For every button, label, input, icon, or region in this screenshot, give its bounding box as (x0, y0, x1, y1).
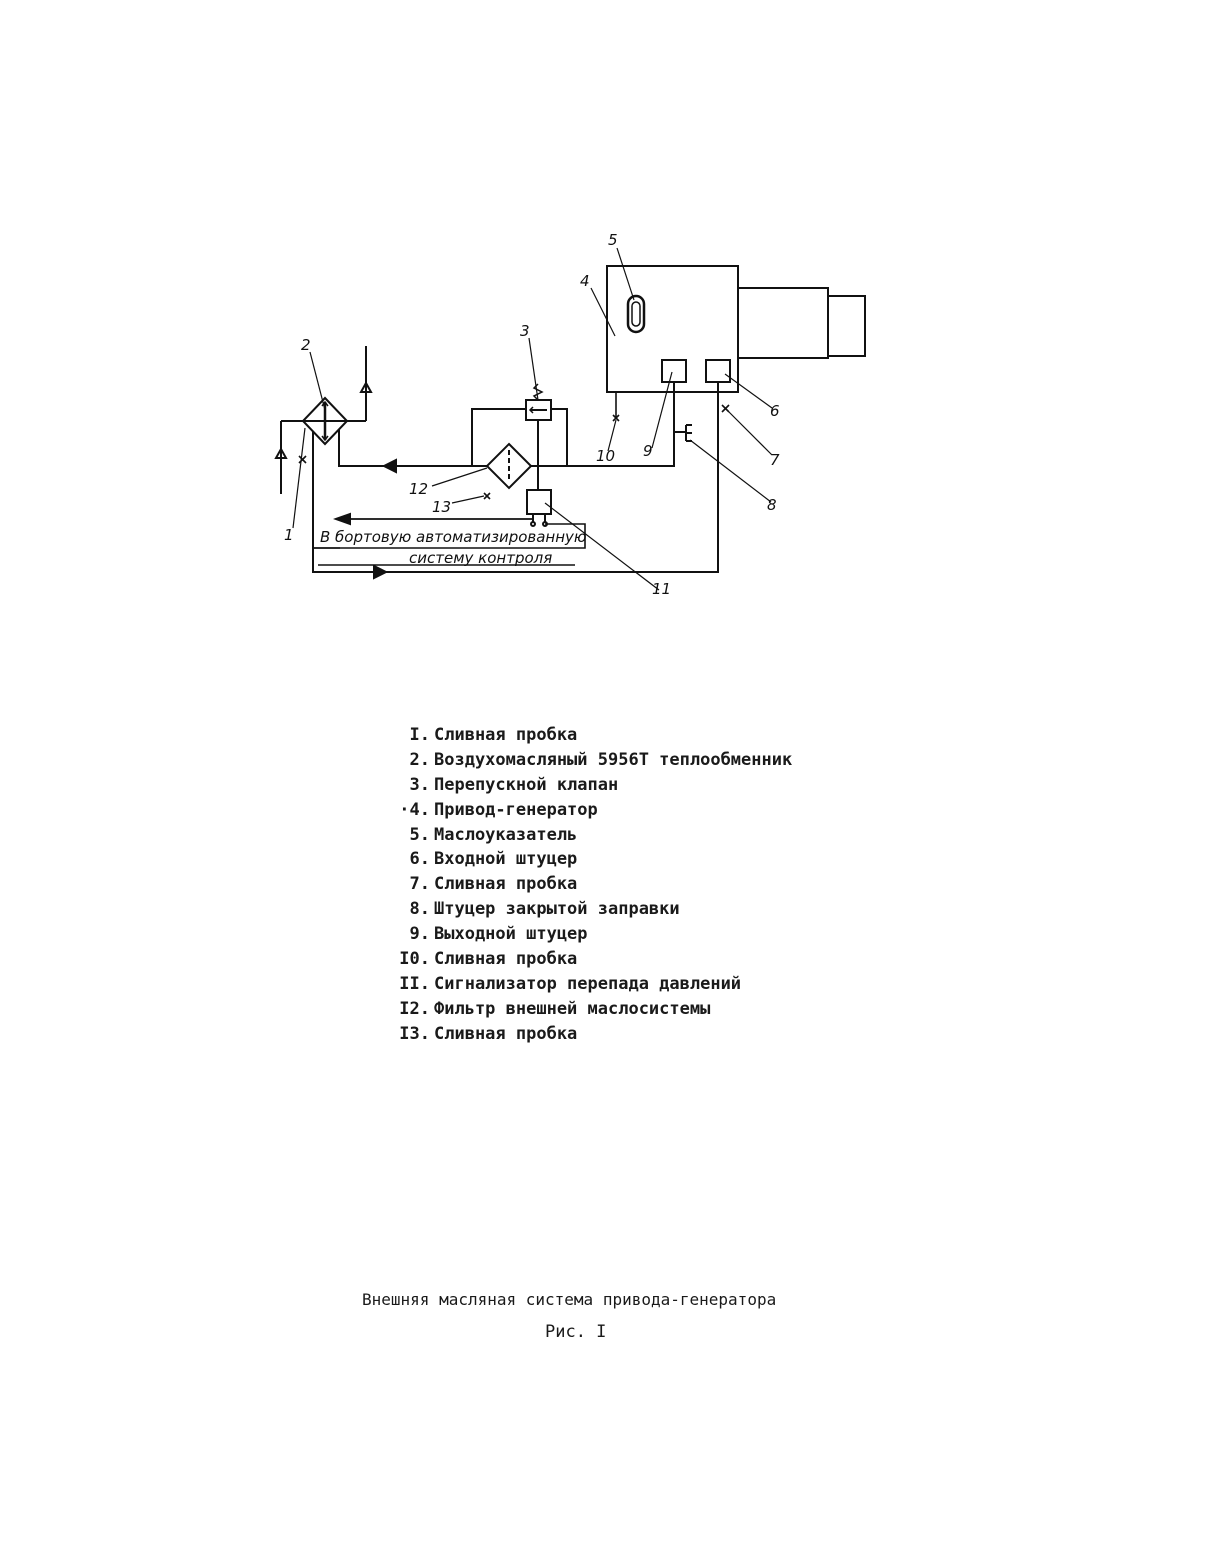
legend-item-number: 6. (409, 849, 430, 870)
figure-title: Внешняя масляная система привода-генерат… (362, 1290, 777, 1309)
callout-5: 5 (608, 231, 618, 249)
callout-13: 13 (432, 498, 451, 516)
callout-9: 9 (643, 442, 653, 460)
legend-item-number: ·4. (399, 799, 430, 820)
monitoring-signal-line (312, 512, 586, 566)
bypass-valve (525, 383, 552, 421)
legend-item: I.Сливная пробка (384, 723, 792, 748)
legend-item: 8.Штуцер закрытой заправки (384, 897, 792, 922)
annotation-line-2: систему контроля (409, 549, 552, 567)
legend-item: 2.Воздухомасляный 5956Т теплообменник (384, 748, 793, 773)
legend-item-text: Штуцер закрытой заправки (434, 899, 680, 920)
legend-item: 3.Перепускной клапан (384, 773, 792, 798)
legend-item: 9.Выходной штуцер (384, 922, 792, 947)
inlet-fitting (705, 359, 731, 383)
oil-lines (312, 382, 719, 580)
legend-item-text: Привод-генератор (434, 799, 598, 820)
leader-lines (292, 247, 773, 591)
callout-2: 2 (301, 336, 311, 354)
filter-assembly (471, 408, 568, 490)
legend-item-number: I. (409, 725, 430, 745)
legend-item-text: Сливная пробка (434, 949, 578, 970)
legend-item-number: 8. (409, 899, 430, 920)
legend-item: I0.Сливная пробка (384, 947, 792, 972)
callout-8: 8 (767, 496, 777, 514)
legend-item-number: 3. (409, 774, 430, 795)
legend-item-number: II. (399, 973, 430, 994)
legend-item: 5.Маслоуказатель (384, 823, 792, 848)
outlet-fitting (661, 359, 687, 383)
legend-item: II.Сигнализатор перепада давлений (384, 972, 792, 997)
callout-3: 3 (520, 322, 530, 340)
legend-item-text: Перепускной клапан (434, 774, 619, 795)
drain-plug-1 (298, 455, 307, 464)
legend-item-text: Сливная пробка (434, 1023, 578, 1044)
oil-system-schematic: 1 2 3 4 5 6 7 8 9 10 11 12 13 В бортовую… (274, 231, 866, 598)
oil-level-indicator (626, 294, 646, 334)
legend-item-text: Выходной штуцер (434, 924, 588, 945)
callout-4: 4 (580, 272, 590, 290)
drain-plug-10 (612, 392, 620, 422)
legend-item-number: 2. (409, 749, 430, 770)
drive-generator-unit (606, 265, 866, 393)
callout-1: 1 (284, 526, 294, 544)
callout-labels: 1 2 3 4 5 6 7 8 9 10 11 12 13 В бортовую… (284, 231, 780, 598)
legend-item-number: I2. (399, 998, 430, 1019)
air-ducts (274, 346, 373, 494)
differential-pressure-switch (526, 489, 552, 527)
legend-item-text: Сигнализатор перепада давлений (434, 973, 742, 994)
legend-item: 7.Сливная пробка (384, 872, 792, 897)
annotation-line-1: В бортовую автоматизированную (320, 528, 587, 546)
callout-6: 6 (770, 402, 780, 420)
legend-item-number: I3. (399, 1023, 430, 1044)
legend-item: I2.Фильтр внешней маслосистемы (384, 997, 792, 1022)
legend-item-text: Маслоуказатель (434, 824, 578, 845)
legend-item: ·4.Привод-генератор (384, 798, 792, 823)
legend-item-number: 9. (409, 924, 430, 945)
legend-item-text: Входной штуцер (434, 849, 578, 870)
callout-10: 10 (596, 447, 615, 465)
air-oil-heat-exchanger (301, 396, 349, 446)
legend-item-text: Сливная пробка (434, 874, 578, 895)
legend-item: 6.Входной штуцер (384, 847, 792, 872)
figure-number: Рис. I (545, 1322, 607, 1342)
legend-item-number: I0. (399, 949, 430, 970)
callout-12: 12 (409, 480, 428, 498)
legend-item-text: Воздухомасляный 5956Т теплообменник (434, 749, 793, 770)
drain-plug-13 (483, 492, 491, 500)
legend-item-number: 5. (409, 824, 430, 845)
legend-item-text: Сливная пробка (434, 725, 578, 745)
drain-plug-7 (721, 404, 730, 413)
legend-item-number: 7. (409, 874, 430, 895)
legend-item: I3.Сливная пробка (384, 1022, 792, 1047)
callout-7: 7 (770, 451, 780, 469)
callout-11: 11 (652, 580, 671, 598)
legend-item-text: Фильтр внешней маслосистемы (434, 998, 711, 1019)
